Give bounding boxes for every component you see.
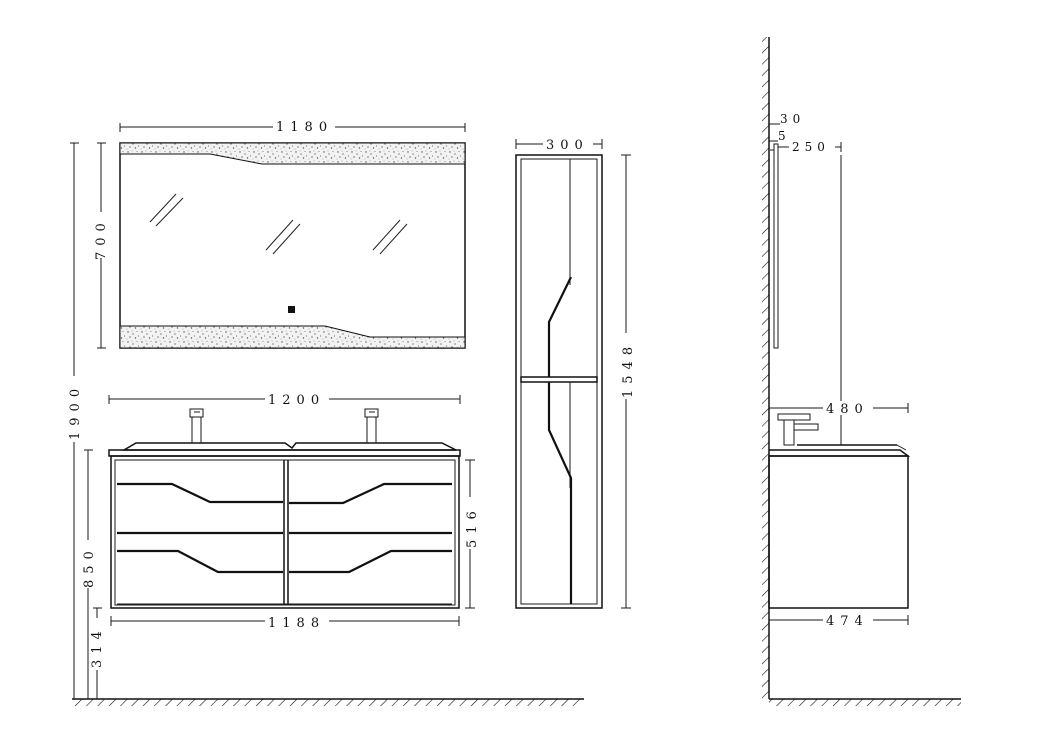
dim-mirror-depth: 250 — [778, 139, 842, 154]
faucet-side — [777, 413, 819, 446]
dim-tall-width: 300 — [515, 137, 603, 153]
dim-mirror-gap: 5 — [769, 129, 791, 143]
dim-cabinet-depth: 474 — [769, 613, 909, 629]
dim-cabinet-width: 1188 — [110, 614, 460, 631]
dim-label-5: 5 — [778, 129, 791, 143]
faucet-left — [189, 408, 204, 444]
dim-label-516: 516 — [465, 505, 480, 548]
dim-label-480: 480 — [826, 402, 869, 417]
faucet-right — [364, 408, 379, 444]
dim-total-height: 1900 — [65, 142, 83, 699]
dim-label-300: 300 — [546, 138, 589, 153]
dim-floor-clearance: 314 — [89, 607, 105, 699]
dim-drawer-height: 516 — [462, 459, 480, 609]
mirror-side — [770, 143, 842, 445]
dim-label-1548: 1548 — [621, 341, 636, 398]
dim-label-314: 314 — [90, 625, 105, 668]
dim-label-250: 250 — [792, 140, 830, 154]
dim-label-30: 30 — [780, 112, 805, 126]
mirror-switch-icon — [288, 306, 295, 313]
dim-label-850: 850 — [82, 545, 97, 588]
dim-label-474: 474 — [826, 614, 869, 629]
mirror-reflection-marks — [149, 193, 408, 255]
dim-top-depth: 480 — [769, 401, 909, 417]
floor-left — [72, 698, 584, 706]
vanity-side — [768, 444, 911, 609]
dim-label-1200: 1200 — [268, 393, 325, 408]
dim-label-1188: 1188 — [268, 616, 325, 631]
dim-mirror-width: 1180 — [119, 119, 466, 135]
vanity-cabinet — [110, 455, 460, 609]
dim-label-1900: 1900 — [68, 383, 83, 440]
dim-mirror-height: 700 — [93, 142, 109, 349]
mirror-front — [119, 142, 466, 349]
dim-cabinet-height: 850 — [80, 449, 97, 699]
floor-right — [769, 698, 961, 706]
vanity-top — [108, 442, 461, 457]
dim-top-width: 1200 — [108, 391, 461, 408]
tall-cabinet — [515, 154, 603, 609]
dim-mirror-thickness: 30 — [769, 112, 805, 126]
wall-side — [762, 37, 770, 699]
dim-label-1180: 1180 — [276, 120, 333, 135]
dim-tall-height: 1548 — [618, 154, 636, 609]
dim-label-700: 700 — [94, 217, 109, 260]
